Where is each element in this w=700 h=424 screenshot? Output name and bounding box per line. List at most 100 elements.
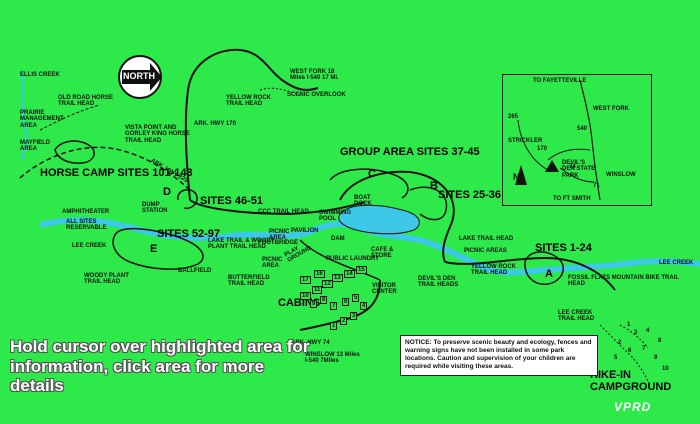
hike-in-site-10[interactable]: 10 xyxy=(662,366,669,372)
cabin-13[interactable]: 13 xyxy=(332,274,343,283)
inset-hwy-170: 170 xyxy=(537,146,548,152)
cabin-11[interactable]: 11 xyxy=(312,286,323,295)
inset-to-ft-smith: TO FT SMITH xyxy=(553,196,591,202)
ark-hwy-170-label: ARK. HWY 170 xyxy=(194,121,236,127)
hike-in-site-5[interactable]: 5 xyxy=(614,355,618,361)
lee-creek-west-label: LEE CREEK xyxy=(72,243,107,249)
hike-in-site-7[interactable]: 7 xyxy=(642,346,646,352)
picnic-area-west2-label[interactable]: PICNIC AREA xyxy=(262,257,283,270)
visitor-center-label[interactable]: VISITOR CENTER xyxy=(372,283,397,296)
cabin-15[interactable]: 15 xyxy=(356,266,367,275)
sites-52-97-loop xyxy=(112,227,204,270)
hike-in-label[interactable]: HIKE-IN CAMPGROUND xyxy=(590,369,672,393)
ark-hwy-74-label: ARK. HWY 74 xyxy=(291,340,330,346)
instruction-text: Hold cursor over highlighted area for in… xyxy=(10,337,310,396)
cafe-store-label[interactable]: CAFE & STORE xyxy=(371,247,394,260)
scenic-overlook-label[interactable]: SCENIC OVERLOOK xyxy=(287,92,346,98)
dam-label: DAM xyxy=(331,236,345,242)
old-road-label[interactable]: OLD ROAD HORSE TRAIL HEAD xyxy=(58,95,114,108)
yellow-rock-top-label[interactable]: YELLOW ROCK TRAIL HEAD xyxy=(226,95,271,108)
lake-woody-label[interactable]: LAKE TRAIL & WOODY PLANT TRAIL HEAD xyxy=(208,238,275,251)
cabin-1[interactable]: 1 xyxy=(330,322,338,331)
sites-46-51-label[interactable]: SITES 46-51 xyxy=(200,195,263,207)
inset-map-drawing xyxy=(515,79,601,201)
group-area-label[interactable]: GROUP AREA SITES 37-45 xyxy=(340,146,480,158)
dump-station-label[interactable]: DUMP STATION xyxy=(142,202,168,215)
inset-winslow: WINSLOW xyxy=(606,172,636,178)
cabin-9[interactable]: 9 xyxy=(310,300,318,309)
cabin-12[interactable]: 12 xyxy=(322,280,333,289)
fossil-flats-label[interactable]: FOSSIL FLATS MOUNTAIN BIKE TRAIL HEAD xyxy=(568,275,679,288)
cabin-17[interactable]: 17 xyxy=(300,276,311,285)
north-arrow-icon xyxy=(118,55,162,99)
pavilion-label[interactable]: PAVILION xyxy=(291,228,319,234)
hike-in-site-8[interactable]: 8 xyxy=(658,338,662,344)
cabin-6[interactable]: 6 xyxy=(342,298,350,307)
ballfield-label[interactable]: BALLFIELD xyxy=(178,268,212,274)
cabin-2[interactable]: 2 xyxy=(340,317,348,326)
area-letter-e[interactable]: E xyxy=(150,243,158,255)
hike-in-trail xyxy=(599,324,651,386)
cabin-10[interactable]: 10 xyxy=(300,292,311,301)
sites-1-24-loop xyxy=(524,251,564,285)
picnic-area-west-label[interactable]: PICNIC AREA xyxy=(269,229,290,242)
area-letter-d[interactable]: D xyxy=(163,186,171,198)
butterfield-label[interactable]: BUTTERFIELD TRAIL HEAD xyxy=(228,275,270,288)
inset-hwy-265: 265 xyxy=(508,114,519,120)
cabin-4[interactable]: 4 xyxy=(360,302,368,311)
prairie-label: PRAIRIE MANAGEMENT AREA xyxy=(20,110,64,129)
lee-creek-east-label: LEE CREEK xyxy=(659,260,694,266)
area-letter-b[interactable]: B xyxy=(430,180,438,192)
area-letter-c[interactable]: C xyxy=(368,168,376,180)
area-letter-a[interactable]: A xyxy=(545,268,553,280)
lake-trail-head-label[interactable]: LAKE TRAIL HEAD xyxy=(459,236,514,242)
inset-hwy-74: 74 xyxy=(569,164,576,170)
inset-devils-den: DEVIL'S DEN STATE PARK xyxy=(562,160,596,179)
woody-plant-label[interactable]: WOODY PLANT TRAIL HEAD xyxy=(84,273,129,286)
yellow-rock-label[interactable]: YELLOW ROCK TRAIL HEAD xyxy=(471,264,516,277)
inset-north: N xyxy=(513,172,520,182)
amphitheater-label[interactable]: AMPHITHEATER xyxy=(62,209,110,215)
ark-hwy-170-road xyxy=(184,48,319,201)
cabin-3[interactable]: 3 xyxy=(350,312,358,321)
footbridge-label: FOOTBRIDGE xyxy=(258,240,298,246)
swimming-pool-label[interactable]: SWIMMING POOL xyxy=(319,210,351,223)
inset-west-fork: WEST FORK xyxy=(593,106,629,112)
hike-in-site-2[interactable]: 2 xyxy=(618,340,622,346)
hike-in-site-4[interactable]: 4 xyxy=(646,328,650,334)
hike-in-site-1[interactable]: 1 xyxy=(627,322,631,328)
hike-in-trail-2 xyxy=(619,324,649,349)
boat-dock-label[interactable]: BOAT DOCK xyxy=(354,195,372,208)
hike-in-site-3[interactable]: 3 xyxy=(634,330,638,336)
sites-1-24-label[interactable]: SITES 1-24 xyxy=(535,242,592,254)
cabins-label[interactable]: CABINS xyxy=(278,297,321,309)
hike-in-site-9[interactable]: 9 xyxy=(654,355,658,361)
cabin-7[interactable]: 7 xyxy=(330,302,338,311)
vista-label[interactable]: VISTA POINT AND GORLEY KING HORSE TRAIL … xyxy=(125,125,190,144)
sites-25-36-loop xyxy=(409,186,448,221)
old-road-trail xyxy=(39,104,101,131)
cabin-16[interactable]: 16 xyxy=(314,270,325,279)
cabin-8[interactable]: 8 xyxy=(320,296,328,305)
sites-52-97-label[interactable]: SITES 52-97 xyxy=(157,228,220,240)
horse-camp-label[interactable]: HORSE CAMP SITES 101-143 xyxy=(40,167,193,179)
sites-25-36-label[interactable]: SITES 25-36 xyxy=(438,189,501,201)
inset-hwy-540: 540 xyxy=(577,126,588,132)
group-area-loop xyxy=(329,168,409,199)
north-label: NORTH xyxy=(123,71,155,81)
lee-creek-trail-label[interactable]: LEE CREEK TRAIL HEAD xyxy=(558,310,595,323)
hike-in-site-6[interactable]: 6 xyxy=(628,348,632,354)
sites-46-51-loop xyxy=(177,189,198,210)
mayfield-label: MAYFIELD AREA xyxy=(20,140,51,153)
west-fork-label: WEST FORK 18 Miles I-540 17 MI. xyxy=(290,69,339,82)
devils-den-trail-label[interactable]: DEVIL'S DEN TRAIL HEADS xyxy=(418,276,459,289)
picnic-areas-east-label[interactable]: PICNIC AREAS xyxy=(464,248,507,254)
cabin-14[interactable]: 14 xyxy=(344,270,355,279)
public-laundry-label[interactable]: PUBLIC LAUNDRY xyxy=(326,256,380,262)
cabin-5[interactable]: 5 xyxy=(352,294,360,303)
ccc-trail-label[interactable]: CCC TRAIL HEAD xyxy=(258,209,309,215)
notice-box: NOTICE: To preserve scenic beauty and ec… xyxy=(400,335,598,376)
visitor-road xyxy=(299,239,381,281)
